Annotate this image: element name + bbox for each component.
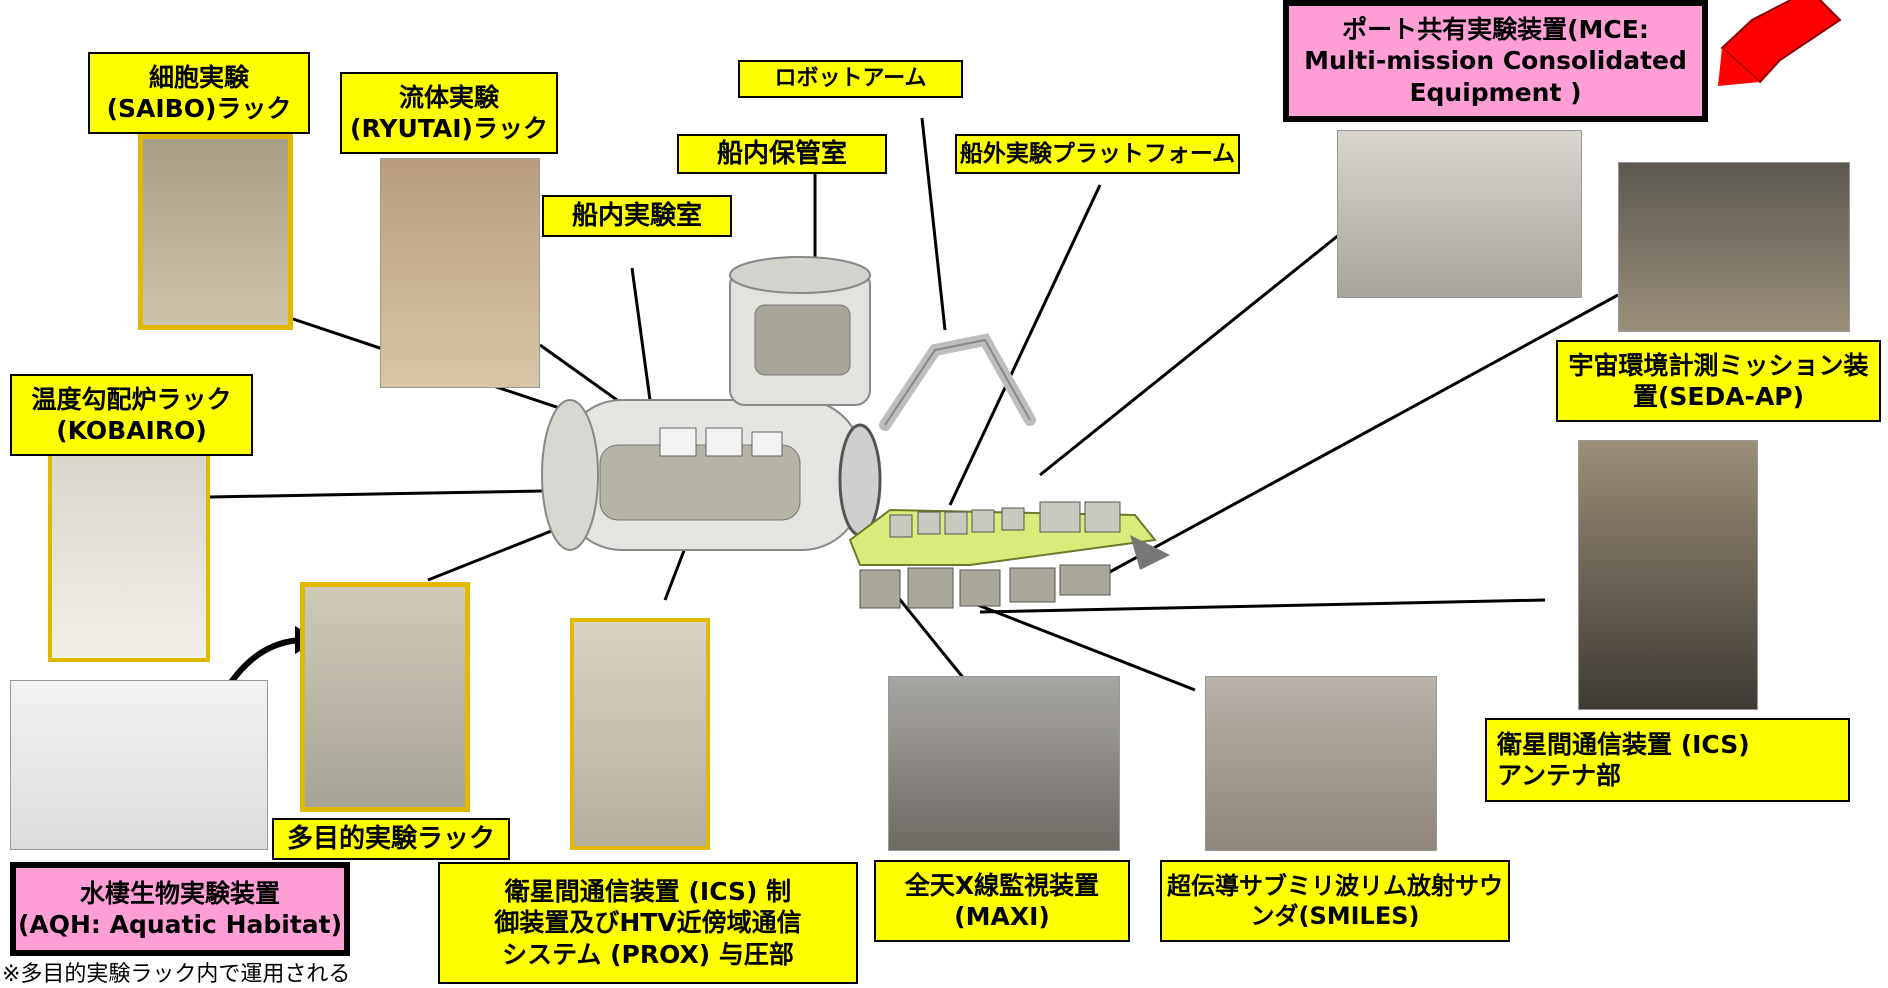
ics-prox-photo	[570, 618, 710, 850]
kobairo-rack-photo	[48, 452, 210, 662]
ryutai-rack-photo	[380, 158, 540, 388]
label-mce-line2: Multi-mission Consolidated	[1304, 46, 1687, 76]
label-pm: 船内実験室	[542, 195, 732, 237]
label-seda-line2: 置(SEDA-AP)	[1632, 382, 1805, 411]
label-mpr-text: 多目的実験ラック	[286, 823, 495, 854]
aqh-drawing	[10, 680, 268, 850]
label-saibo-line1: 細胞実験	[148, 62, 249, 92]
label-pm-text: 船内実験室	[571, 200, 702, 231]
label-aqh-line2: (AQH: Aquatic Habitat)	[17, 910, 343, 939]
label-maxi-line2: (MAXI)	[954, 902, 1050, 931]
label-maxi-line1: 全天X線監視装置	[904, 870, 1100, 900]
label-seda-line1: 宇宙環境計測ミッション装	[1568, 350, 1869, 380]
line-pm	[630, 267, 652, 401]
label-saibo: 細胞実験 (SAIBO)ラック	[88, 52, 310, 134]
label-mce-line3: Equipment )	[1409, 77, 1582, 107]
label-ryutai-line2: (RYUTAI)ラック	[350, 114, 548, 143]
saibo-rack-photo	[138, 134, 293, 330]
label-ef: 船外実験プラットフォーム	[955, 134, 1240, 174]
label-arm-text: ロボットアーム	[774, 66, 927, 92]
smiles-photo	[1205, 676, 1437, 851]
mce-photo	[1337, 130, 1582, 298]
label-ics-antenna-line1: 衛星間通信装置 (ICS)	[1497, 729, 1750, 759]
line-smiles	[964, 598, 1196, 692]
label-ryutai-line1: 流体実験	[398, 82, 499, 112]
label-mce: ポート共有実験装置(MCE: Multi-mission Consolidate…	[1283, 0, 1708, 122]
label-kobairo: 温度勾配炉ラック (KOBAIRO)	[10, 374, 253, 456]
red-pointer-arrowhead	[1718, 48, 1760, 86]
label-mce-line1: ポート共有実験装置(MCE:	[1342, 15, 1649, 45]
seda-photo	[1618, 162, 1850, 332]
label-ics-prox-line2: 御装置及びHTV近傍域通信	[494, 908, 802, 938]
label-ics-antenna-line2: アンテナ部	[1497, 761, 1622, 790]
label-ics-prox-line3: システム (PROX) 与圧部	[502, 939, 794, 969]
label-saibo-line2: (SAIBO)ラック	[106, 94, 292, 123]
maxi-photo	[888, 676, 1120, 851]
label-els-text: 船内保管室	[716, 138, 847, 169]
label-ics-prox: 衛星間通信装置 (ICS) 制 御装置及びHTV近傍域通信 システム (PROX…	[438, 862, 858, 984]
label-ics-antenna: 衛星間通信装置 (ICS) アンテナ部	[1485, 718, 1850, 802]
label-smiles-line1: 超伝導サブミリ波リム放射サウ	[1167, 872, 1503, 900]
label-maxi: 全天X線監視装置 (MAXI)	[874, 860, 1130, 942]
label-ics-prox-line1: 衛星間通信装置 (ICS) 制	[504, 877, 792, 907]
label-kobairo-line1: 温度勾配炉ラック	[31, 384, 232, 414]
label-aqh: 水棲生物実験装置 (AQH: Aquatic Habitat)	[10, 862, 350, 956]
label-els: 船内保管室	[677, 134, 887, 174]
label-aqh-line1: 水棲生物実験装置	[79, 878, 280, 908]
line-seda	[1094, 293, 1619, 582]
kibo-module-illustration	[541, 256, 1170, 609]
label-ef-text: 船外実験プラットフォーム	[959, 140, 1236, 167]
label-mpr: 多目的実験ラック	[272, 818, 510, 860]
line-ics-antenna	[979, 598, 1546, 614]
label-ryutai: 流体実験 (RYUTAI)ラック	[340, 72, 558, 154]
line-mce	[1039, 228, 1346, 477]
label-arm: ロボットアーム	[738, 60, 963, 98]
line-ef	[948, 184, 1102, 506]
ics-antenna-photo	[1578, 440, 1758, 710]
line-arm	[920, 117, 947, 331]
label-smiles: 超伝導サブミリ波リム放射サウ ンダ(SMILES)	[1160, 860, 1510, 942]
mpr-rack-photo	[300, 582, 470, 812]
label-seda: 宇宙環境計測ミッション装 置(SEDA-AP)	[1556, 340, 1881, 422]
label-kobairo-line2: (KOBAIRO)	[56, 416, 207, 445]
footnote: ※多目的実験ラック内で運用される	[2, 962, 351, 987]
label-smiles-line2: ンダ(SMILES)	[1250, 902, 1420, 930]
